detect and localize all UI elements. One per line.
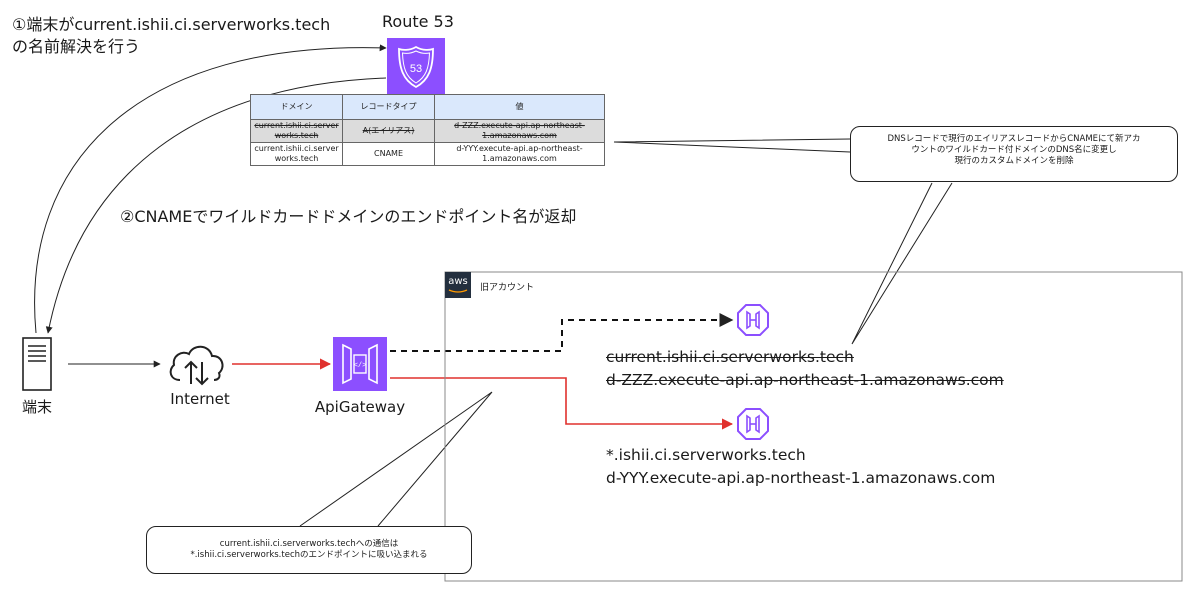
route53-icon: 53 (387, 38, 445, 96)
internet-cloud-icon (162, 340, 232, 390)
aws-logo-text: aws (448, 276, 468, 287)
aws-logo: aws (445, 272, 471, 298)
apigateway-label: ApiGateway (314, 398, 406, 416)
step1-line1: ①端末がcurrent.ishii.ci.serverworks.tech (12, 15, 331, 34)
traffic-callout-line1: current.ishii.ci.serverworks.techへの通信は (219, 539, 399, 549)
custom-domain-endpoint-new-icon (736, 407, 770, 441)
terminal-label: 端末 (21, 398, 52, 416)
cell-type: CNAME (342, 142, 435, 166)
endpoint-old-text: current.ishii.ci.serverworks.tech d-ZZZ.… (606, 346, 1004, 392)
route53-title: Route 53 (382, 12, 454, 31)
cell-type: A(エイリアス) (342, 119, 435, 143)
step1-line2: の名前解決を行う (12, 37, 141, 56)
terminal-icon (22, 337, 52, 391)
dns-callout-endpoint-pointer (851, 182, 953, 345)
column-record-type: レコードタイプ (342, 94, 435, 120)
dns-callout-line1: DNSレコードで現行のエイリアスレコードからCNAMEにて新アカ (887, 134, 1141, 144)
dns-change-callout: DNSレコードで現行のエイリアスレコードからCNAMEにて新アカ ウントのワイル… (850, 126, 1178, 182)
dns-table-header: ドメイン レコードタイプ 値 (250, 94, 605, 120)
account-label: 旧アカウント (480, 283, 535, 293)
traffic-callout: current.ishii.ci.serverworks.techへの通信は *… (146, 526, 472, 574)
dns-response-arrow (45, 77, 387, 334)
dns-callout-pointer (613, 138, 851, 153)
svg-text:</>: </> (354, 362, 367, 370)
apigw-old-endpoint-line (390, 313, 734, 352)
endpoint-new-text: *.ishii.ci.serverworks.tech d-YYY.execut… (606, 444, 995, 490)
column-domain: ドメイン (250, 94, 343, 120)
column-value: 値 (434, 94, 605, 120)
apigw-new-endpoint-line (390, 377, 734, 430)
dns-callout-line2: ウントのワイルドカード付ドメインのDNS名に変更し (911, 145, 1117, 155)
custom-domain-endpoint-old-icon (736, 303, 770, 337)
endpoint-new-domain: *.ishii.ci.serverworks.tech (606, 446, 806, 464)
route53-badge: 53 (410, 63, 422, 75)
step2-note: ②CNAMEでワイルドカードドメインのエンドポイント名が返却 (120, 207, 577, 226)
account-box (444, 271, 1183, 582)
dns-callout-line3: 現行のカスタムドメインを削除 (954, 156, 1074, 166)
endpoint-new-target: d-YYY.execute-api.ap-northeast-1.amazona… (606, 469, 996, 487)
api-callout-pointer (299, 391, 493, 527)
endpoint-old-domain: current.ishii.ci.serverworks.tech (606, 348, 854, 366)
traffic-callout-line2: *.ishii.ci.serverworks.techのエンドポイントに吸い込ま… (190, 550, 428, 560)
endpoint-old-target: d-ZZZ.execute-api.ap-northeast-1.amazona… (606, 371, 1004, 389)
dns-query-arrow (34, 44, 387, 334)
cell-value: d-ZZZ.execute-api.ap-northeast-1.amazona… (434, 119, 605, 143)
cell-value: d-YYY.execute-api.ap-northeast-1.amazona… (434, 142, 605, 166)
internet-label: Internet (170, 390, 230, 408)
apigateway-icon: </> (333, 337, 387, 391)
step1-note: ①端末がcurrent.ishii.ci.serverworks.tech の名… (12, 14, 330, 58)
